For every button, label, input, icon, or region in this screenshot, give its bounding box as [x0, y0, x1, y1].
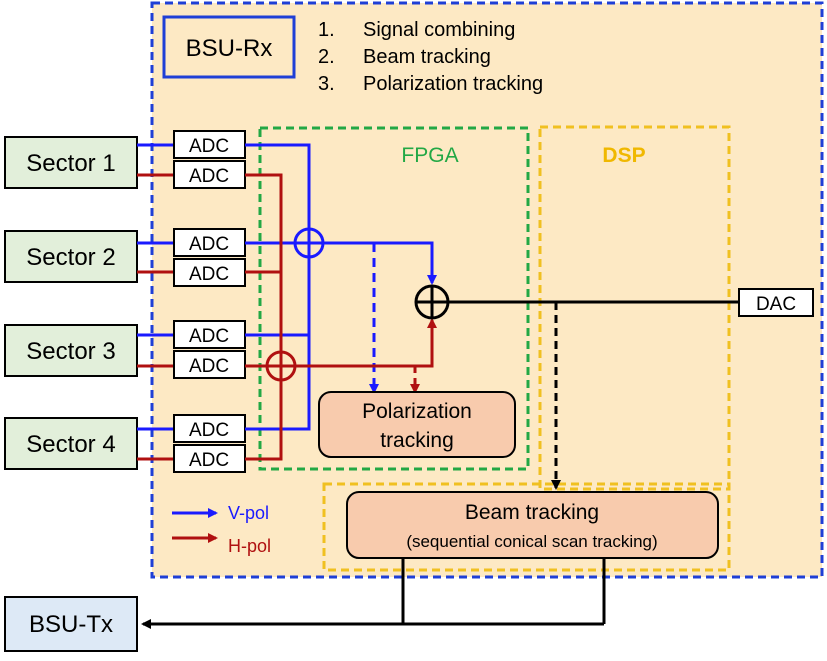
tx-feedback-lines [141, 558, 606, 629]
bsu-rx-label-box [162, 15, 296, 79]
sector-2: Sector 2 [4, 230, 138, 283]
hpol-network [245, 173, 437, 461]
sector-1-label: Sector 1 [26, 150, 115, 177]
adc-4v-label: ADC [189, 420, 229, 441]
legend-vpol: V-pol [228, 503, 269, 523]
function-2-text: Beam tracking [363, 46, 491, 68]
adc-1v-label: ADC [189, 136, 229, 157]
bsu-tx-box [4, 596, 138, 652]
adc-2v-label: ADC [189, 234, 229, 255]
function-3-text: Polarization tracking [363, 73, 543, 95]
beam-tracking-line2: (sequential conical scan tracking) [406, 532, 657, 551]
bsu-rx-label: BSU-Rx [186, 35, 273, 62]
function-1-num: 1. [318, 19, 335, 41]
adc-2h-label: ADC [189, 264, 229, 285]
adc-3v-label: ADC [189, 326, 229, 347]
adc-1h-label: ADC [189, 166, 229, 187]
dsp-region [538, 125, 731, 491]
function-2-num: 2. [318, 46, 335, 68]
polarization-tracking-box [318, 391, 516, 458]
adc-3v [173, 320, 246, 349]
main-combiner-group [414, 284, 739, 490]
legend-hpol: H-pol [228, 536, 271, 556]
adc-4h-label: ADC [189, 450, 229, 471]
adc-3h-label: ADC [189, 356, 229, 377]
dac-box [738, 288, 814, 317]
adc-1h [173, 160, 246, 189]
sector-1: Sector 1 [4, 136, 138, 189]
bsu-tx-label: BSU-Tx [29, 611, 113, 638]
function-1-text: Signal combining [363, 19, 515, 41]
sector-4-label: Sector 4 [26, 431, 115, 458]
fpga-label: FPGA [401, 144, 458, 167]
fpga-region [258, 126, 530, 471]
sector-4: Sector 4 [4, 417, 138, 470]
sector-3-label: Sector 3 [26, 338, 115, 365]
dsp-label: DSP [602, 144, 645, 167]
bsu-rx-region [150, 1, 824, 579]
adc-3h [173, 350, 246, 379]
function-3-num: 3. [318, 73, 335, 95]
polarization-tracking-line2: tracking [380, 429, 454, 452]
polarization-tracking-line1: Polarization [362, 400, 472, 423]
beam-tracking-box [346, 491, 719, 559]
adc-2h [173, 258, 246, 287]
beam-tracking-line1: Beam tracking [465, 501, 599, 524]
dac-label: DAC [756, 294, 796, 315]
adc-group: ADC ADC ADC ADC ADC ADC ADC ADC [173, 130, 246, 473]
sector-3: Sector 3 [4, 324, 138, 377]
sector-2-label: Sector 2 [26, 244, 115, 271]
beam-tracking-region [322, 482, 731, 572]
adc-4h [173, 444, 246, 473]
legend: V-pol H-pol [172, 503, 271, 556]
sector-wires [137, 143, 174, 461]
